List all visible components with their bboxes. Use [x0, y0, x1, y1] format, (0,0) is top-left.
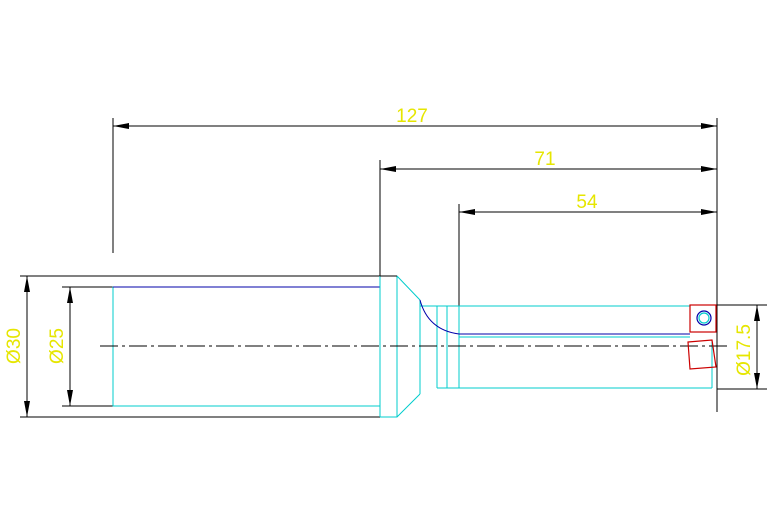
arrowhead-25-bottom [67, 390, 73, 406]
tool-body [112, 275, 713, 418]
dimension-text-127: 127 [396, 106, 428, 127]
dimension-diameter-30: Ø30 [4, 275, 380, 418]
arrowhead-71-right [701, 166, 717, 172]
dimension-text-54: 54 [576, 192, 598, 213]
arrowhead-127-left [113, 123, 129, 129]
arrowhead-17-5-bottom [754, 373, 760, 389]
dimension-71: 71 [379, 149, 717, 276]
dimension-54: 54 [458, 192, 717, 388]
dimension-text-30: Ø30 [4, 328, 25, 364]
arrowhead-30-bottom [24, 401, 30, 417]
arrowhead-71-left [380, 166, 396, 172]
cutting-inserts [687, 304, 717, 370]
arrowhead-30-top [24, 276, 30, 292]
arrowhead-127-right [701, 123, 717, 129]
arrowhead-17-5-top [754, 305, 760, 321]
dimension-text-25: Ø25 [47, 328, 68, 364]
insert-screw-hole-inner [698, 312, 710, 324]
dimension-127: 127 [112, 106, 718, 412]
arrowhead-54-right [701, 209, 717, 215]
taper-bottom [380, 393, 421, 418]
dimension-text-71: 71 [534, 149, 555, 170]
insert-bottom [687, 339, 717, 370]
arrowhead-25-top [67, 287, 73, 303]
insert-screw-hole [696, 310, 712, 326]
taper-top [380, 275, 421, 301]
insert-top [689, 304, 717, 333]
arrowhead-54-left [459, 209, 475, 215]
dimension-diameter-17-5: Ø17.5 [717, 304, 767, 390]
dimension-text-17-5: Ø17.5 [734, 324, 755, 376]
dimension-diameter-25: Ø25 [47, 286, 113, 407]
flute-curve [419, 299, 690, 335]
